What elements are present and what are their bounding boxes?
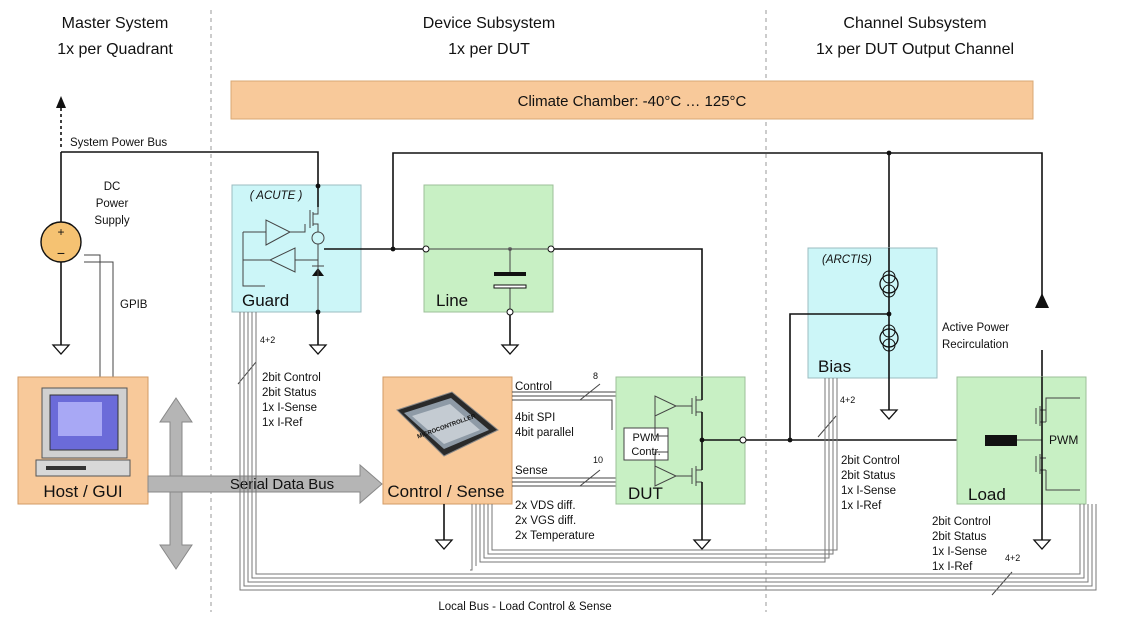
vgs-label: 2x VGS diff. xyxy=(515,515,576,527)
load-label: Load xyxy=(968,485,1006,504)
acute-label: ( ACUTE ) xyxy=(250,190,303,202)
active-power-label-2: Recirculation xyxy=(942,339,1008,351)
sense-label: Sense xyxy=(515,465,548,477)
guard-label: Guard xyxy=(242,291,289,310)
ground-icon xyxy=(434,539,454,550)
svg-text:−: − xyxy=(57,245,65,261)
recirculation-arrow xyxy=(1035,293,1049,308)
ground-icon xyxy=(692,539,712,550)
supply-label: Supply xyxy=(94,215,129,227)
guard-signal-3: 1x I-Sense xyxy=(262,402,317,414)
bias-block[interactable] xyxy=(807,247,938,379)
sense-count: 10 xyxy=(593,455,603,465)
microcontroller-chip-icon: MICROCONTROLLER xyxy=(396,391,499,457)
load-signal-2: 2bit Status xyxy=(932,531,987,543)
parallel-label: 4bit parallel xyxy=(515,427,574,439)
line-label: Line xyxy=(436,291,468,310)
line-dut-wire xyxy=(554,248,703,377)
ground-icon xyxy=(51,344,71,355)
ground-icon xyxy=(500,344,520,355)
load-signal-4: 1x I-Ref xyxy=(932,561,973,573)
current-source-icon xyxy=(879,324,899,352)
channel-subtitle: 1x per DUT Output Channel xyxy=(816,41,1014,58)
power-bus-up-arrow xyxy=(56,96,66,108)
host-label: Host / GUI xyxy=(43,482,122,501)
current-source-icon xyxy=(879,270,899,298)
svg-text:Contr.: Contr. xyxy=(631,446,660,458)
master-title: Master System xyxy=(62,15,169,32)
resistor-icon xyxy=(985,435,1017,446)
dut-driver-icon xyxy=(654,395,702,487)
vds-label: 2x VDS diff. xyxy=(515,500,576,512)
pwm-controller-box xyxy=(623,427,669,461)
load-switch-icon xyxy=(1035,397,1080,491)
load-signal-count: 4+2 xyxy=(1005,553,1020,563)
channel-title: Channel Subsystem xyxy=(843,15,986,32)
bias-label: Bias xyxy=(818,357,851,376)
ground-icon xyxy=(1032,539,1052,550)
load-signal-1: 2bit Control xyxy=(932,516,991,528)
gpib-wire xyxy=(84,254,101,378)
bias-signal-1: 2bit Control xyxy=(841,455,900,467)
computer-icon xyxy=(35,387,131,477)
top-distribution-wire xyxy=(392,152,1043,295)
dut-label: DUT xyxy=(628,484,663,503)
dc-label: DC xyxy=(104,181,121,193)
load-pwm-label: PWM xyxy=(1049,433,1078,447)
bias-signal-3: 1x I-Sense xyxy=(841,485,896,497)
ground-icon xyxy=(879,409,899,420)
guard-signal-2: 2bit Status xyxy=(262,387,317,399)
system-power-bus-label: System Power Bus xyxy=(70,137,167,149)
bias-signal-count: 4+2 xyxy=(840,395,855,405)
serial-bus-label: Serial Data Bus xyxy=(230,476,334,493)
gpib-label: GPIB xyxy=(120,299,148,311)
control-sense-label: Control / Sense xyxy=(387,482,504,501)
capacitor-icon xyxy=(494,272,526,276)
spi-label: 4bit SPI xyxy=(515,412,555,424)
guard-signal-4: 1x I-Ref xyxy=(262,417,303,429)
arctis-label: (ARCTIS) xyxy=(822,254,872,266)
device-subtitle: 1x per DUT xyxy=(448,41,530,58)
power-label: Power xyxy=(96,198,129,210)
svg-text:PWM: PWM xyxy=(633,432,660,444)
guard-signal-1: 2bit Control xyxy=(262,372,321,384)
local-bus-lines xyxy=(239,312,1097,591)
guard-signal-count: 4+2 xyxy=(260,335,275,345)
climate-chamber-bar xyxy=(230,80,1034,120)
local-bus-label: Local Bus - Load Control & Sense xyxy=(438,601,611,613)
guard-circuit-icon xyxy=(242,205,325,312)
control-count: 8 xyxy=(593,371,598,381)
master-subtitle: 1x per Quadrant xyxy=(57,41,173,58)
climate-chamber-label: Climate Chamber: -40°C … 125°C xyxy=(518,93,747,110)
bias-signal-4: 1x I-Ref xyxy=(841,500,882,512)
active-power-label-1: Active Power xyxy=(942,322,1009,334)
load-signal-3: 1x I-Sense xyxy=(932,546,987,558)
system-power-bus-wire xyxy=(61,151,319,185)
serial-bus-horizontal-arrow xyxy=(147,463,383,505)
temperature-label: 2x Temperature xyxy=(515,530,595,542)
svg-text:+: + xyxy=(57,225,64,239)
ground-icon xyxy=(308,344,328,355)
device-title: Device Subsystem xyxy=(423,15,556,32)
bias-signal-2: 2bit Status xyxy=(841,470,896,482)
control-label: Control xyxy=(515,381,552,393)
